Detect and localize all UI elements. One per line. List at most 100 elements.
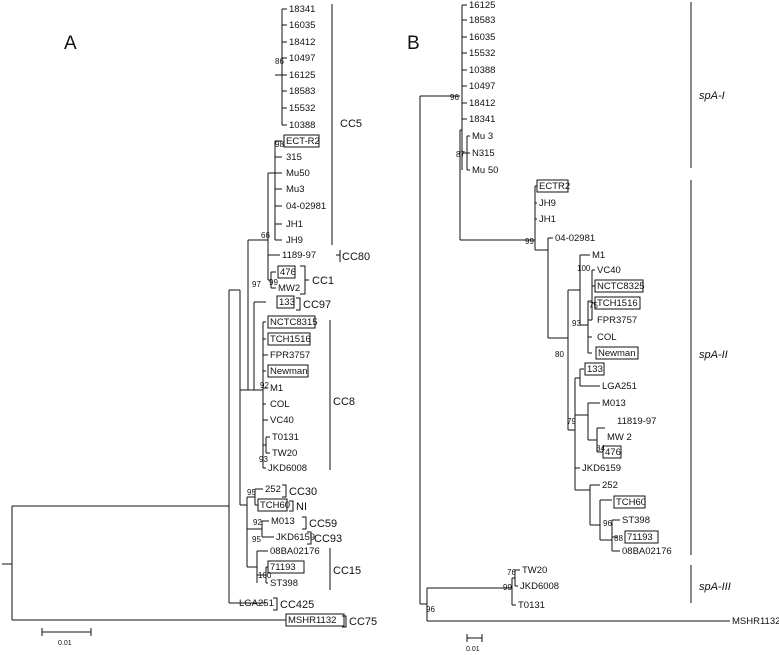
bootstrap-value: 93 bbox=[572, 319, 581, 328]
bootstrap-value: 99 bbox=[525, 237, 534, 246]
leaf-label: VC40 bbox=[270, 415, 294, 426]
bootstrap-value: 84 bbox=[596, 444, 605, 453]
leaf-label: JH9 bbox=[539, 198, 556, 209]
leaf-label: M1 bbox=[270, 383, 283, 394]
leaf-label: 315 bbox=[286, 152, 302, 163]
bootstrap-value: 99 bbox=[269, 278, 278, 287]
leaf-box bbox=[257, 498, 288, 512]
leaf-label: M1 bbox=[592, 250, 605, 261]
clade-label-cc97: CC97 bbox=[303, 299, 331, 311]
bootstrap-value: 95 bbox=[247, 488, 256, 497]
leaf-label: 252 bbox=[265, 484, 281, 495]
panel-a-scale-bar: 0.01 bbox=[41, 628, 92, 647]
leaf-label: 10388 bbox=[289, 120, 315, 131]
bootstrap-value: 92 bbox=[253, 518, 262, 527]
leaf-label: JKD6159 bbox=[276, 532, 315, 543]
clade-label-cc59: CC59 bbox=[309, 518, 337, 530]
leaf-label: Mu 50 bbox=[472, 165, 498, 176]
bootstrap-value: 93 bbox=[259, 455, 268, 464]
leaf-box bbox=[584, 362, 605, 376]
leaf-label: TCH1516 bbox=[597, 298, 638, 309]
leaf-label: ECT-R2 bbox=[286, 136, 320, 147]
group-label-spa-ii: spA-II bbox=[699, 349, 728, 361]
leaf-label: FPR3757 bbox=[270, 350, 310, 361]
leaf-label: MW 2 bbox=[607, 432, 632, 443]
bootstrap-value: 87 bbox=[456, 150, 465, 159]
leaf-label: 18412 bbox=[289, 37, 315, 48]
leaf-box bbox=[595, 346, 639, 360]
leaf-label: 16035 bbox=[289, 20, 315, 31]
leaf-label: 08BA02176 bbox=[622, 546, 672, 557]
leaf-label: 252 bbox=[602, 480, 618, 491]
panel-b-leaf-boxes bbox=[536, 179, 659, 544]
clade-label-cc8: CC8 bbox=[333, 396, 355, 408]
leaf-label: 18583 bbox=[289, 86, 315, 97]
leaf-label: Mu3 bbox=[286, 184, 304, 195]
leaf-box bbox=[277, 265, 296, 279]
leaf-label: JH1 bbox=[539, 214, 556, 225]
leaf-label: VC40 bbox=[597, 265, 621, 276]
leaf-label: JKD6008 bbox=[268, 463, 307, 474]
leaf-label: Newman bbox=[598, 348, 636, 359]
panel-a-clade-labels: CC5 CC80 CC1 CC97 CC8 CC30 NI CC59 CC93 … bbox=[280, 118, 377, 628]
leaf-label: 133 bbox=[279, 297, 295, 308]
leaf-label: 10497 bbox=[289, 53, 315, 64]
bootstrap-value: 80 bbox=[555, 350, 564, 359]
clade-label-ni: NI bbox=[296, 501, 307, 513]
leaf-label: 04-02981 bbox=[555, 233, 595, 244]
leaf-box bbox=[285, 613, 345, 627]
leaf-label: 10388 bbox=[469, 65, 495, 76]
panel-b-scale-bar: 0.01 bbox=[466, 634, 483, 653]
leaf-label: 133 bbox=[587, 364, 603, 375]
leaf-label: Mu 3 bbox=[472, 131, 493, 142]
leaf-label: TW20 bbox=[272, 448, 297, 459]
panel-a-clade-brackets bbox=[273, 4, 347, 628]
panel-b-leaves: 16125 18583 16035 15532 10388 10497 1841… bbox=[469, 0, 779, 627]
clade-label-cc93: CC93 bbox=[314, 533, 342, 545]
bootstrap-value: 96 bbox=[603, 519, 612, 528]
leaf-label: 476 bbox=[280, 267, 296, 278]
bootstrap-value: 98 bbox=[275, 140, 284, 149]
leaf-label: TW20 bbox=[522, 565, 547, 576]
leaf-label: 71193 bbox=[270, 562, 296, 573]
group-label-spa-i: spA-I bbox=[699, 90, 725, 102]
bootstrap-value: 66 bbox=[261, 231, 270, 240]
leaf-label: JKD6159 bbox=[582, 463, 621, 474]
panel-b-label: B bbox=[407, 33, 420, 54]
leaf-label: ST398 bbox=[270, 578, 298, 589]
leaf-label: 18341 bbox=[469, 114, 495, 125]
leaf-label: 16125 bbox=[289, 70, 315, 81]
clade-label-cc75: CC75 bbox=[349, 616, 377, 628]
leaf-box bbox=[276, 295, 295, 309]
leaf-box bbox=[594, 296, 641, 310]
leaf-label: 08BA02176 bbox=[270, 546, 320, 557]
leaf-label: 16125 bbox=[469, 0, 495, 11]
leaf-box bbox=[267, 315, 316, 329]
leaf-label: MSHR1132 bbox=[732, 616, 779, 627]
bootstrap-value: 96 bbox=[450, 93, 459, 102]
leaf-label: ST398 bbox=[622, 515, 650, 526]
leaf-label: MSHR1132 bbox=[288, 615, 336, 626]
group-label-spa-iii: spA-III bbox=[699, 581, 731, 593]
leaf-label: T0131 bbox=[272, 432, 299, 443]
panel-b-group-labels: spA-I spA-II spA-III bbox=[699, 90, 731, 593]
leaf-label: COL bbox=[270, 399, 290, 410]
leaf-label: JKD6008 bbox=[520, 581, 559, 592]
leaf-label: N315 bbox=[472, 148, 495, 159]
leaf-box bbox=[536, 179, 569, 193]
leaf-label: 18341 bbox=[289, 4, 315, 15]
bootstrap-value: 88 bbox=[614, 534, 623, 543]
panel-a-label: A bbox=[64, 33, 77, 54]
leaf-label: FPR3757 bbox=[597, 315, 637, 326]
clade-label-cc15: CC15 bbox=[333, 565, 361, 577]
leaf-label: 1189-97 bbox=[282, 250, 316, 261]
leaf-label: Newman bbox=[270, 366, 308, 377]
panel-b-branches bbox=[419, 4, 730, 622]
scale-label: 0.01 bbox=[466, 646, 480, 653]
panel-a-bootstraps: 86 98 66 97 99 92 93 95 92 95 100 bbox=[247, 57, 284, 580]
panel-b-bootstraps: 96 87 99 100 75 93 80 79 84 96 88 76 99 … bbox=[426, 93, 623, 614]
scale-label: 0.01 bbox=[58, 640, 72, 647]
leaf-label: TCH60 bbox=[260, 500, 290, 511]
leaf-label: TCH60 bbox=[616, 497, 646, 508]
